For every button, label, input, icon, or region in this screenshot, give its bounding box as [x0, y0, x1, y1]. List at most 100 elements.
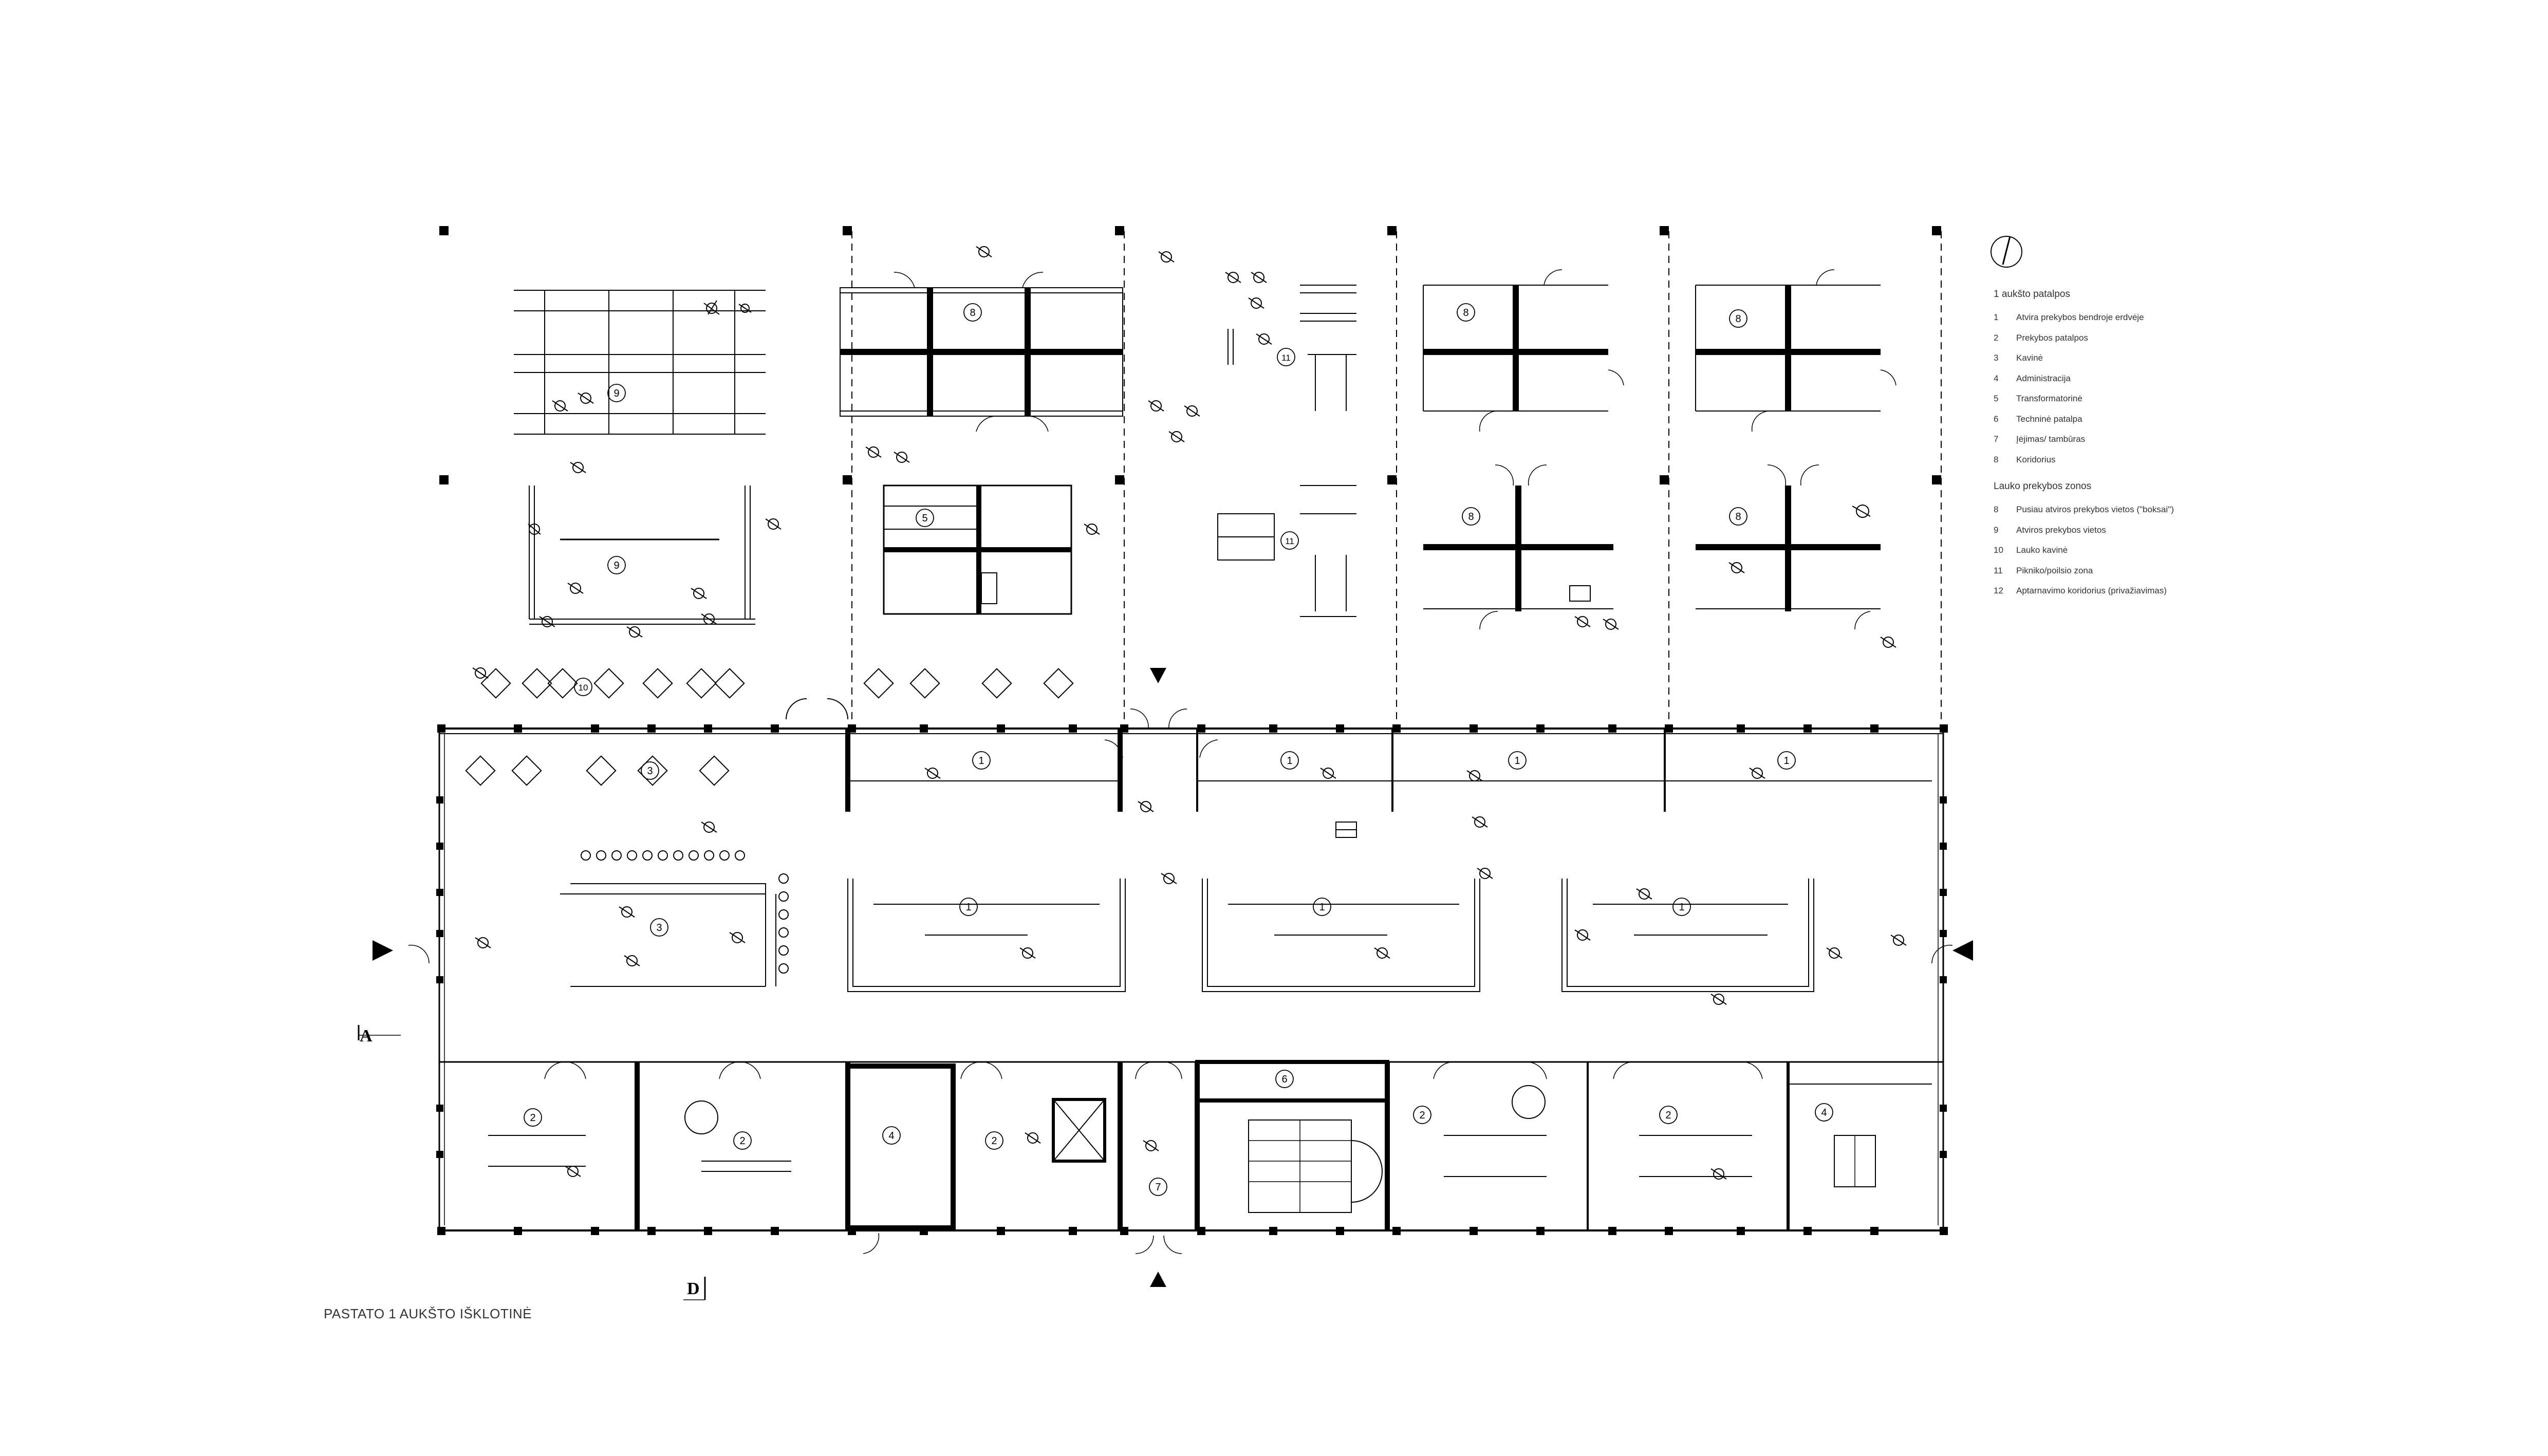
- legend-num: 10: [1994, 545, 2003, 555]
- room-tag: 1: [1514, 755, 1520, 767]
- room-tag: 3: [647, 766, 653, 777]
- legend-num: 11: [1994, 565, 2003, 575]
- person-icon: [1143, 1140, 1159, 1151]
- room-tag: 8: [1463, 307, 1468, 319]
- room-tag: 8: [1735, 511, 1741, 522]
- person-icon: [894, 452, 910, 463]
- legend-label: Įėjimas/ tambūras: [2016, 434, 2086, 444]
- person-icon: [1749, 768, 1765, 779]
- person-icon: [1728, 562, 1745, 573]
- outdoor-cafe-tables: [480, 668, 1074, 720]
- section-arrow-icon: [373, 668, 1973, 1287]
- open-stalls-area-upper: [514, 290, 766, 435]
- legend-num: 7: [1994, 434, 1999, 444]
- legend-label: Atviros prekybos vietos: [2016, 525, 2106, 535]
- person-icon: [565, 1166, 581, 1177]
- person-icon: [701, 822, 717, 833]
- legend-num: 12: [1994, 586, 2003, 595]
- person-icon: [552, 400, 568, 412]
- person-icon: [1158, 251, 1175, 263]
- legend-heading-indoor: 1 aukšto patalpos: [1994, 289, 2070, 300]
- legend-label: Pikniko/poilsio zona: [2016, 565, 2093, 575]
- person-icon: [865, 446, 882, 458]
- legend-num: 5: [1994, 394, 1999, 403]
- transformer-block: [883, 484, 1072, 615]
- person-icon: [701, 613, 717, 625]
- person-icon: [567, 583, 584, 594]
- legend-label: Kavinė: [2016, 353, 2043, 363]
- legend-num: 9: [1994, 525, 1999, 535]
- legend-label: Administracija: [2016, 373, 2071, 383]
- person-icon: [578, 393, 594, 404]
- person-icon: [1374, 947, 1390, 959]
- room-tag: 2: [1419, 1110, 1425, 1121]
- person-icon: [703, 300, 720, 315]
- drawing-title: PASTATO 1 AUKŠTO IŠKLOTINĖ: [324, 1306, 532, 1321]
- box-stalls-block-d: [1695, 269, 1896, 432]
- person-icon: [1574, 616, 1591, 627]
- person-icon: [1852, 505, 1871, 518]
- person-icon: [539, 616, 555, 627]
- person-icon: [1161, 873, 1177, 884]
- person-icon: [1225, 272, 1241, 283]
- room-tag: 1: [1783, 755, 1789, 767]
- room-tag: 2: [1665, 1110, 1671, 1121]
- person-icon: [1168, 431, 1185, 442]
- person-icon: [1710, 1168, 1727, 1180]
- room-tag: 6: [1281, 1074, 1287, 1085]
- legend-item: 7 Įėjimas/ tambūras: [1994, 434, 2353, 455]
- person-icon: [528, 524, 541, 535]
- person-icon: [1025, 1132, 1041, 1144]
- box-stalls-block-f: [1696, 464, 1881, 630]
- room-tag: 9: [613, 560, 619, 571]
- cafe-area: [465, 755, 789, 987]
- person-icon: [626, 626, 643, 638]
- person-icon: [1603, 619, 1619, 630]
- legend-item: 9 Atviros prekybos vietos: [1994, 525, 2353, 546]
- picnic-area: [1217, 285, 1356, 617]
- room-tag: 10: [579, 683, 588, 693]
- room-tag-circles: [524, 303, 1833, 1196]
- box-stalls-block-e: [1423, 464, 1613, 630]
- island-stalls: [847, 879, 1814, 992]
- person-icon: [1084, 524, 1100, 535]
- legend-num: 8: [1994, 505, 1999, 514]
- person-icon: [1636, 888, 1652, 900]
- room-tag: 8: [1735, 313, 1741, 325]
- room-tag: 4: [1821, 1107, 1827, 1118]
- entrance-doors: [408, 708, 1953, 964]
- person-icon: [1320, 768, 1336, 779]
- legend-label: Lauko kavinė: [2016, 545, 2068, 555]
- person-icon: [1890, 935, 1907, 946]
- north-arrow-icon: [1991, 236, 2022, 268]
- room-tag: 1: [965, 902, 971, 913]
- column-grid: [436, 226, 1948, 1235]
- table-chairs-icon: [1569, 585, 1591, 602]
- box-stalls-block-c: [1423, 269, 1624, 432]
- person-icon: [1826, 947, 1843, 959]
- room-tag: 11: [1285, 536, 1294, 546]
- lower-rooms: [488, 1060, 1932, 1254]
- legend-label: Atvira prekybos bendroje erdvėje: [2016, 312, 2144, 322]
- legend-label: Techninė patalpa: [2016, 414, 2082, 424]
- section-label-d: D: [687, 1279, 700, 1298]
- room-tag: 1: [978, 755, 984, 767]
- room-tag: 11: [1281, 353, 1291, 363]
- room-tag-numbers: 9 9 8 5 11 11 8 8 8 8 10 3 3 1 1 1 1 1 1…: [530, 307, 1827, 1193]
- person-icon: [1880, 637, 1896, 648]
- room-tag: 8: [970, 307, 975, 319]
- room-tag: 1: [1287, 755, 1292, 767]
- building-outline: [438, 727, 1944, 1231]
- legend-item: 10 Lauko kavinė: [1994, 545, 2353, 566]
- box-stalls-block-a: [840, 272, 1123, 432]
- legend-num: 4: [1994, 373, 1999, 383]
